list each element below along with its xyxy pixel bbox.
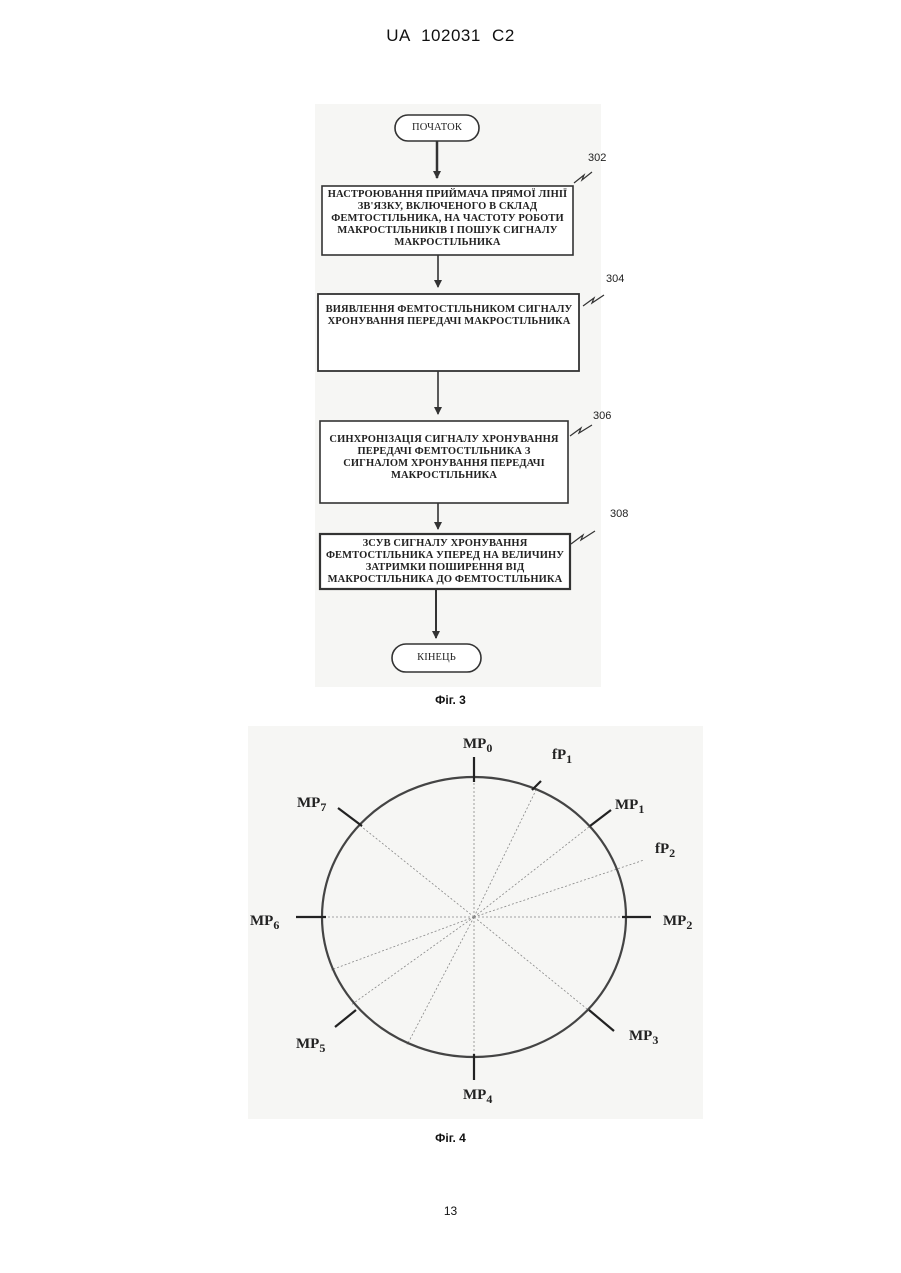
label-fp1: fP1 (552, 747, 572, 767)
tick-mp3 (589, 1010, 614, 1031)
radial-c (331, 917, 474, 970)
radial-a (407, 917, 474, 1045)
radial-b (351, 917, 474, 1005)
label-mp5: MP5 (296, 1036, 325, 1056)
label-mp7: MP7 (297, 795, 326, 815)
tick-mp7 (338, 808, 362, 826)
label-mp2: MP2 (663, 913, 692, 933)
label-fp2: fP2 (655, 841, 675, 861)
fig4-timing-circle (0, 0, 901, 1140)
tick-mp1 (590, 810, 611, 826)
radial-mp7 (357, 823, 474, 917)
radial-fp1 (474, 788, 537, 917)
radial-mp3 (474, 917, 592, 1013)
label-mp3: MP3 (629, 1028, 658, 1048)
page-number: 13 (0, 1204, 901, 1218)
label-mp6: MP6 (250, 913, 279, 933)
radial-fp2 (474, 860, 644, 917)
label-mp4: MP4 (463, 1087, 492, 1107)
label-mp0: MP0 (463, 736, 492, 756)
tick-mp5 (335, 1010, 356, 1027)
fig4-caption: Фіг. 4 (0, 1131, 901, 1145)
label-mp1: MP1 (615, 797, 644, 817)
radial-mp1 (474, 823, 594, 917)
